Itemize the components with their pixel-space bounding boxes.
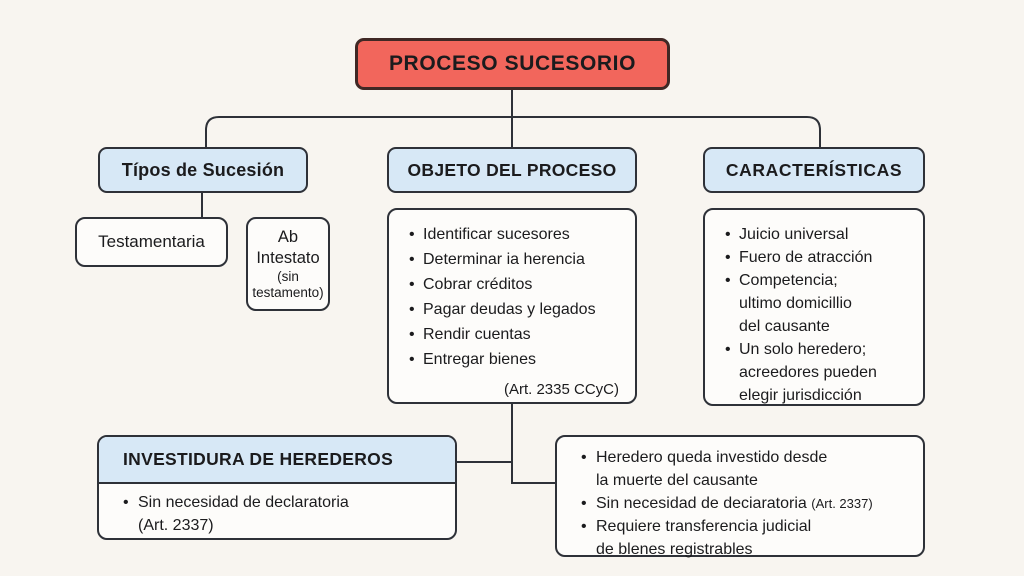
item-text: Entregar bienes: [423, 351, 536, 368]
item-text: Heredero queda investido desde la muerte…: [596, 449, 828, 489]
ab-intestato-label: Ab Intestato: [256, 228, 320, 267]
node-ab-intestato: Ab Intestato (sin testamento): [246, 217, 330, 311]
list-item: Determinar ia herencia: [409, 247, 627, 272]
investidura-title: INVESTIDURA DE HEREDEROS: [123, 449, 394, 469]
item-text: Sin necesidad de declaratoria (Art. 2337…: [138, 494, 349, 534]
objeto-list: Identificar sucesores Determinar ia here…: [389, 210, 635, 378]
list-item: Heredero queda investido desde la muerte…: [581, 446, 917, 492]
caracteristicas-content-box: Juicio universal Fuero de atracción Comp…: [703, 208, 925, 406]
list-item: Sin necesidad de deciaratoria (Art. 2337…: [581, 492, 917, 515]
item-text: Un solo heredero; acreedores pueden eleg…: [739, 341, 877, 404]
list-item: Rendir cuentas: [409, 322, 627, 347]
node-caracteristicas: CARACTERÍSTICAS: [703, 147, 925, 193]
item-text: Sin necesidad de deciaratoria: [596, 495, 807, 512]
list-item: Entregar bienes: [409, 347, 627, 372]
list-item: Identificar sucesores: [409, 222, 627, 247]
node-testamentaria: Testamentaria: [75, 217, 228, 267]
item-text: Competencia; ultimo domicillio del causa…: [739, 272, 852, 335]
item-text: Requiere transferencia judicial de blene…: [596, 518, 812, 558]
connector-horizontal-branch: [205, 116, 821, 147]
objeto-content-box: Identificar sucesores Determinar ia here…: [387, 208, 637, 404]
list-item: Juicio universal: [725, 223, 915, 246]
list-item: Cobrar créditos: [409, 272, 627, 297]
node-tipos-de-sucesion: Típos de Sucesión: [98, 147, 308, 193]
root-node-proceso-sucesorio: PROCESO SUCESORIO: [355, 38, 670, 90]
detail-list: Heredero queda investido desde la muerte…: [557, 437, 923, 567]
list-item: Pagar deudas y legados: [409, 297, 627, 322]
root-title: PROCESO SUCESORIO: [388, 52, 637, 75]
investidura-list: Sin necesidad de declaratoria (Art. 2337…: [99, 484, 455, 538]
item-text: Identificar sucesores: [423, 226, 570, 243]
caracteristicas-list: Juicio universal Fuero de atracción Comp…: [705, 210, 923, 413]
connector-objeto-to-detalle: [511, 404, 555, 484]
caracteristicas-title: CARACTERÍSTICAS: [725, 159, 903, 180]
list-item: Requiere transferencia judicial de blene…: [581, 515, 917, 561]
list-item: Fuero de atracción: [725, 246, 915, 269]
node-investidura-de-herederos: INVESTIDURA DE HEREDEROS Sin necesidad d…: [97, 435, 457, 540]
ab-intestato-sublabel: (sin testamento): [252, 269, 324, 300]
objeto-title: OBJETO DEL PROCESO: [407, 159, 617, 180]
item-text: Rendir cuentas: [423, 326, 531, 343]
item-text: Fuero de atracción: [739, 249, 873, 266]
objeto-footnote: (Art. 2335 CCyC): [503, 381, 619, 398]
item-text: Cobrar créditos: [423, 276, 533, 293]
node-objeto-del-proceso: OBJETO DEL PROCESO: [387, 147, 637, 193]
investidura-header: INVESTIDURA DE HEREDEROS: [99, 437, 455, 484]
item-text: Pagar deudas y legados: [423, 301, 596, 318]
item-text: Juicio universal: [739, 226, 849, 243]
testamentaria-label: Testamentaria: [98, 232, 205, 251]
investidura-detail-box: Heredero queda investido desde la muerte…: [555, 435, 925, 558]
list-item: Un solo heredero; acreedores pueden eleg…: [725, 338, 915, 407]
item-note: (Art. 2337): [811, 496, 873, 511]
tipos-title: Típos de Sucesión: [121, 159, 285, 180]
list-item: Competencia; ultimo domicillio del causa…: [725, 269, 915, 338]
item-text: Determinar ia herencia: [423, 251, 585, 268]
list-item: Sin necesidad de declaratoria (Art. 2337…: [123, 491, 449, 537]
